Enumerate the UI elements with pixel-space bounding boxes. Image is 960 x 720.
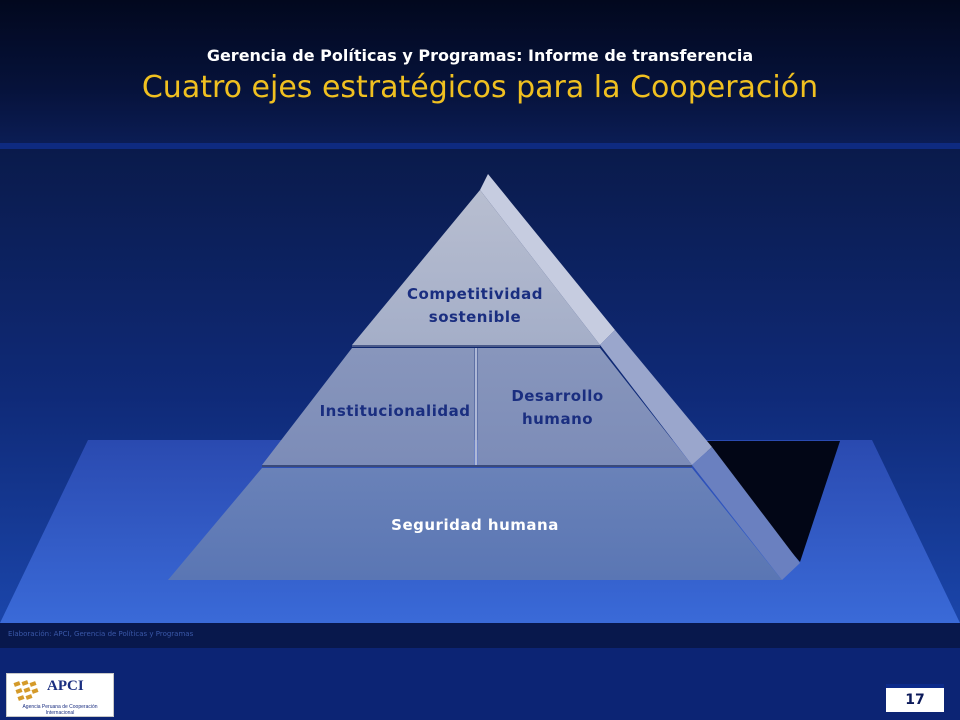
apci-logo: APCI Agencia Peruana de Cooperación Inte… [6,673,114,717]
label-competitividad: Competitividad sostenible [407,285,543,326]
bottom-band [0,623,960,648]
pyramid-side-top [480,174,615,345]
pyramid-shadow [700,441,840,562]
pyramid-side-base [692,447,800,580]
pyramid-side-middle [600,330,712,465]
credit-text: Elaboración: APCI, Gerencia de Políticas… [8,630,194,638]
header-divider [0,143,960,149]
pyramid-tier-middle-right [478,348,692,465]
logo-text: APCI [47,678,84,694]
page-number: 17 [886,684,944,712]
slide-title: Cuatro ejes estratégicos para la Coopera… [141,70,819,105]
logo-subtext: Agencia Peruana de Cooperación Internaci… [22,704,98,716]
pyramid-tier-top [352,190,600,345]
footer-bar [0,648,960,720]
apci-logo-mark-icon [13,680,39,701]
slide-subtitle: Gerencia de Políticas y Programas: Infor… [206,46,754,65]
label-seguridad-humana: Seguridad humana [391,516,559,534]
pyramid-tier-middle-left [262,348,474,465]
label-desarrollo-humano: Desarrollo humano [511,387,604,428]
label-institucionalidad: Institucionalidad [319,402,471,420]
header-bar [0,0,960,145]
pyramid-tier-base [168,468,782,580]
